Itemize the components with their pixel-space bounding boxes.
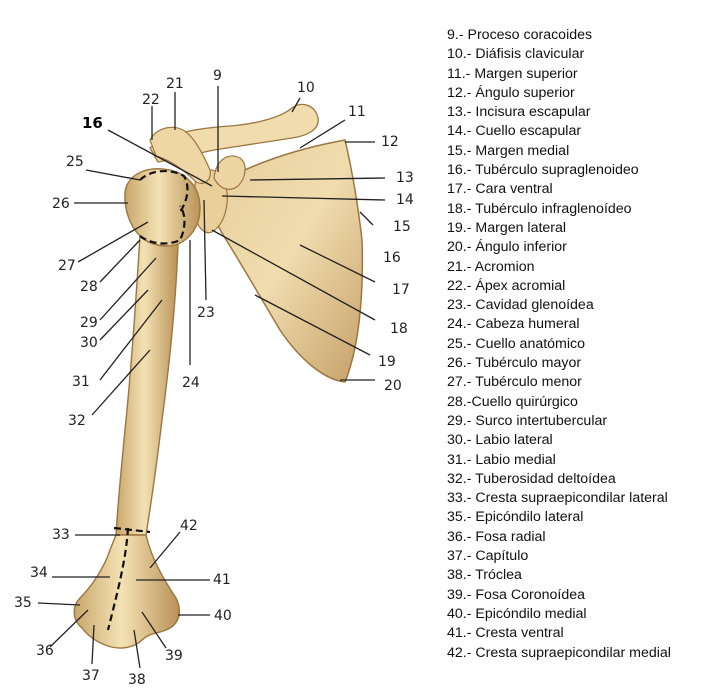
legend-item: 35.- Epicóndilo lateral xyxy=(447,508,717,527)
label-32: 32 xyxy=(68,413,86,429)
label-41: 41 xyxy=(213,572,231,588)
label-34: 34 xyxy=(30,565,48,581)
legend-item: 32.- Tuberosidad deltoídea xyxy=(447,470,717,489)
legend-item: 38.- Tróclea xyxy=(447,566,717,585)
legend-item: 14.- Cuello escapular xyxy=(447,122,717,141)
label-36: 36 xyxy=(36,643,54,659)
label-26: 26 xyxy=(52,196,70,212)
label-31: 31 xyxy=(72,374,90,390)
legend-item: 23.- Cavidad glenoídea xyxy=(447,296,717,315)
legend-item: 27.- Tubérculo menor xyxy=(447,373,717,392)
label-11: 11 xyxy=(348,104,366,120)
label-35: 35 xyxy=(14,595,32,611)
humeral-head xyxy=(125,169,200,247)
legend-list: 9.- Proceso coracoides 10.- Diáfisis cla… xyxy=(447,26,717,663)
legend-item: 40.- Epicóndilo medial xyxy=(447,605,717,624)
legend-item: 20.- Ángulo inferior xyxy=(447,238,717,257)
label-9: 9 xyxy=(213,68,222,84)
legend-item: 17.- Cara ventral xyxy=(447,180,717,199)
humeral-shaft xyxy=(116,236,178,535)
legend-item: 33.- Cresta supraepicondilar lateral xyxy=(447,489,717,508)
label-16-left: 16 xyxy=(82,114,103,132)
label-39: 39 xyxy=(165,648,183,664)
label-18: 18 xyxy=(390,321,408,337)
label-10: 10 xyxy=(297,80,315,96)
legend-item: 39.- Fosa Coronoídea xyxy=(447,586,717,605)
legend-item: 25.- Cuello anatómico xyxy=(447,335,717,354)
label-30: 30 xyxy=(80,335,98,351)
legend-item: 29.- Surco intertubercular xyxy=(447,412,717,431)
label-33: 33 xyxy=(52,527,70,543)
legend-item: 16.- Tubérculo supraglenoideo xyxy=(447,161,717,180)
legend-item: 11.- Margen superior xyxy=(447,65,717,84)
label-14: 14 xyxy=(396,192,414,208)
label-29: 29 xyxy=(80,315,98,331)
legend-item: 24.- Cabeza humeral xyxy=(447,315,717,334)
label-28: 28 xyxy=(80,279,98,295)
label-20: 20 xyxy=(384,378,402,394)
legend-item: 10.- Diáfisis clavicular xyxy=(447,45,717,64)
label-21: 21 xyxy=(166,76,184,92)
label-23: 23 xyxy=(197,305,215,321)
shoulder-humerus-illustration: 9 10 11 12 13 14 15 16 16 17 18 19 20 21… xyxy=(0,0,440,691)
legend-item: 28.-Cuello quirúrgico xyxy=(447,393,717,412)
legend-item: 30.- Labio lateral xyxy=(447,431,717,450)
legend-item: 26.- Tubérculo mayor xyxy=(447,354,717,373)
legend-item: 36.- Fosa radial xyxy=(447,528,717,547)
legend-item: 41.- Cresta ventral xyxy=(447,624,717,643)
label-15: 15 xyxy=(393,219,411,235)
label-42: 42 xyxy=(180,518,198,534)
legend-item: 22.- Ápex acromial xyxy=(447,277,717,296)
label-25: 25 xyxy=(66,154,84,170)
label-13: 13 xyxy=(396,170,414,186)
legend-item: 15.- Margen medial xyxy=(447,142,717,161)
legend-item: 31.- Labio medial xyxy=(447,451,717,470)
label-24: 24 xyxy=(182,375,200,391)
legend-item: 21.- Acromion xyxy=(447,258,717,277)
legend-item: 9.- Proceso coracoides xyxy=(447,26,717,45)
label-40: 40 xyxy=(214,608,232,624)
label-38: 38 xyxy=(128,672,146,688)
label-12: 12 xyxy=(381,134,399,150)
label-22: 22 xyxy=(142,92,160,108)
legend-item: 42.- Cresta supraepicondilar medial xyxy=(447,644,717,663)
label-19: 19 xyxy=(378,354,396,370)
label-27: 27 xyxy=(58,258,76,274)
legend-item: 37.- Capítulo xyxy=(447,547,717,566)
legend-item: 18.- Tubérculo infraglenoídeo xyxy=(447,200,717,219)
legend-item: 12.- Ángulo superior xyxy=(447,84,717,103)
label-16-right: 16 xyxy=(383,250,401,266)
legend-item: 19.- Margen lateral xyxy=(447,219,717,238)
label-37: 37 xyxy=(82,668,100,684)
legend-item: 13.- Incisura escapular xyxy=(447,103,717,122)
label-17: 17 xyxy=(392,282,410,298)
